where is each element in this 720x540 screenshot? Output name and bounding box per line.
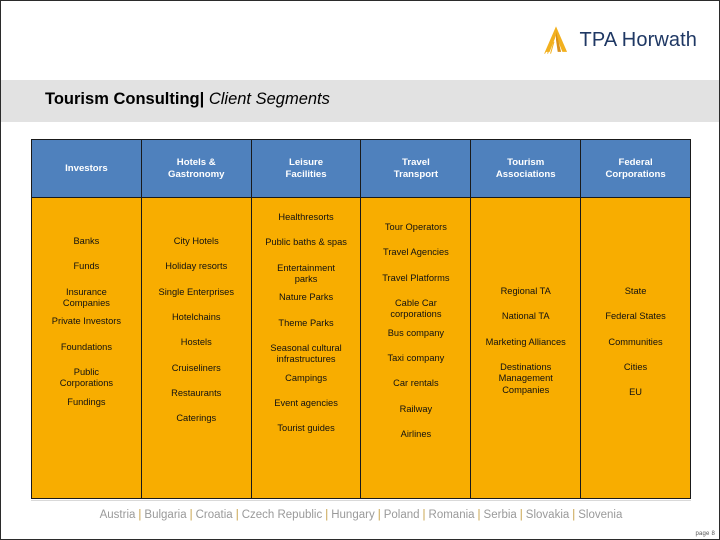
segment-item: Marketing Alliances — [485, 336, 566, 347]
country-separator: | — [235, 509, 239, 521]
segment-item: Public baths & spas — [265, 237, 347, 248]
tpa-triangle-logo-icon — [543, 26, 567, 54]
country-list: Austria|Bulgaria|Croatia|Czech Republic|… — [1, 509, 719, 521]
page-title-sub: Client Segments — [208, 90, 330, 108]
segment-item: Seasonal cultural infrastructures — [270, 342, 342, 365]
country-separator: | — [422, 509, 426, 521]
segment-item: Fundings — [67, 396, 106, 407]
segment-column-header: Travel Transport — [361, 140, 471, 198]
segment-column-header: Leisure Facilities — [251, 140, 361, 198]
segment-item: Regional TA — [500, 286, 551, 296]
segment-item: Public Corporations — [59, 366, 114, 389]
country-name: Bulgaria — [144, 509, 187, 521]
segment-column-header: Tourism Associations — [471, 140, 581, 198]
segment-item: Federal States — [605, 311, 666, 322]
country-separator: | — [477, 509, 481, 521]
segment-item: Cities — [623, 361, 648, 372]
country-name: Slovakia — [525, 509, 570, 521]
segment-item: Cruiseliners — [171, 362, 221, 373]
segment-item: Theme Parks — [278, 317, 334, 328]
segment-item: Healthresorts — [278, 212, 334, 222]
country-separator: | — [138, 509, 142, 521]
page-title-separator: | — [199, 90, 205, 108]
segment-item: Destinations Management Companies — [498, 361, 553, 395]
country-separator: | — [325, 509, 329, 521]
segment-item: Holiday resorts — [165, 261, 228, 272]
segment-item: Funds — [73, 261, 100, 272]
page-title: Tourism Consulting| Client Segments — [45, 90, 330, 109]
country-name: Poland — [383, 509, 420, 521]
segment-item: Tour Operators — [384, 222, 447, 232]
segment-item: National TA — [501, 311, 550, 322]
segment-item: Restaurants — [171, 387, 222, 398]
segment-item-list: Regional TA National TA Marketing Alliance… — [474, 286, 577, 403]
page-number: page 8 — [695, 531, 715, 537]
segment-item: Nature Parks — [278, 292, 334, 303]
segment-item: Event agencies — [274, 397, 338, 408]
page-title-main: Tourism Consulting — [45, 90, 200, 108]
segment-item: Travel Agencies — [382, 247, 449, 258]
country-separator: | — [519, 509, 523, 521]
segment-item: Railway — [399, 403, 433, 414]
segment-item: Hotelchains — [171, 311, 221, 322]
segment-item: Hostels — [180, 337, 212, 348]
segment-item: Cable Car corporations — [390, 297, 442, 320]
country-name: Romania — [428, 509, 475, 521]
segment-item: Airlines — [400, 428, 432, 439]
segment-column-header: Hotels & Gastronomy — [141, 140, 251, 198]
segment-item: Car rentals — [393, 378, 439, 389]
segment-item: Campings — [285, 372, 327, 383]
segment-item: EU — [629, 387, 643, 398]
segment-item: Foundations — [60, 341, 112, 352]
title-band: Tourism Consulting| Client Segments — [1, 80, 719, 122]
brand-logo-text: TPA Horwath — [579, 28, 697, 51]
segment-item: Tourist guides — [277, 423, 335, 434]
country-separator: | — [377, 509, 381, 521]
segment-column-header: Federal Corporations — [581, 140, 690, 198]
segment-item: Communities — [608, 336, 663, 347]
country-name: Hungary — [331, 509, 375, 521]
brand-logo: TPA Horwath — [539, 23, 697, 57]
country-name: Slovenia — [578, 509, 623, 521]
country-name: Serbia — [483, 509, 517, 521]
segment-column-header: Investors — [32, 140, 141, 198]
country-separator: | — [572, 509, 576, 521]
segment-item: Private Investors — [51, 316, 122, 327]
segment-item: Bus company — [387, 327, 445, 338]
segment-item: Entertainment parks — [277, 262, 336, 284]
segment-item: Single Enterprises — [158, 286, 234, 297]
segment-item: Caterings — [176, 413, 217, 424]
segment-item: State — [624, 286, 647, 296]
country-name: Austria — [99, 509, 136, 521]
country-separator: | — [189, 509, 193, 521]
country-name: Czech Republic — [241, 509, 323, 521]
segment-item: Travel Platforms — [382, 272, 450, 283]
segment-item: Insurance Companies — [62, 286, 110, 308]
country-name: Croatia — [195, 509, 233, 521]
segment-column-body: Regional TA National TA Marketing Alliance… — [471, 198, 581, 498]
footer-divider — [31, 500, 691, 501]
segment-item: City Hotels — [173, 236, 219, 246]
segment-item: Banks — [73, 236, 100, 246]
segment-item: Taxi company — [387, 352, 445, 363]
